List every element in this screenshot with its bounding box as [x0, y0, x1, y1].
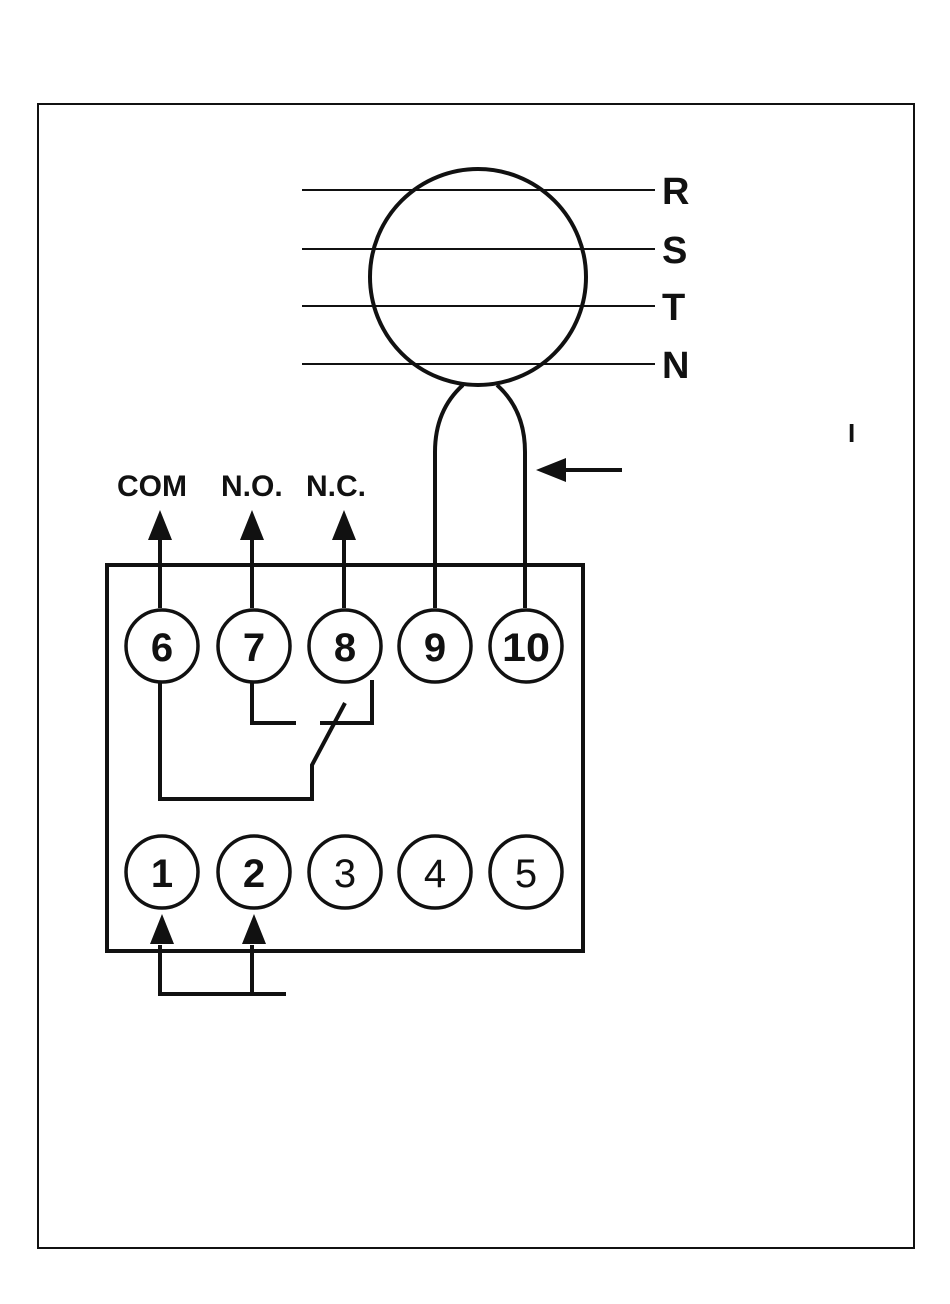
terminal-3: 3 — [309, 836, 381, 908]
contact-label-nc: N.C. — [306, 470, 366, 503]
terminal-1-label: 1 — [151, 852, 173, 896]
relay-contact-wiring — [160, 680, 372, 799]
terminal-8: 8 — [309, 610, 381, 682]
supply-input-arrows — [150, 914, 286, 994]
terminal-row-top: 6 7 8 9 10 — [126, 610, 562, 682]
conductor-lines — [302, 190, 655, 364]
terminal-7-label: 7 — [243, 626, 265, 670]
terminal-1: 1 — [126, 836, 198, 908]
phase-labels: R S T N — [662, 171, 689, 387]
contact-label-no: N.O. — [221, 470, 283, 503]
terminal-row-bottom: 1 2 3 4 5 — [126, 836, 562, 908]
terminal-3-label: 3 — [334, 852, 356, 896]
terminal-10: 10 — [490, 610, 562, 682]
terminal-5: 5 — [490, 836, 562, 908]
phase-label-n: N — [662, 345, 689, 387]
terminal-10-label: 10 — [502, 626, 550, 670]
terminal-7: 7 — [218, 610, 290, 682]
phase-label-r: R — [662, 171, 689, 213]
current-transformer-ring — [370, 169, 586, 385]
ct-loop-wire — [435, 385, 525, 608]
terminal-9: 9 — [399, 610, 471, 682]
terminal-6-label: 6 — [151, 626, 173, 670]
phase-label-t: T — [662, 287, 685, 329]
terminal-8-label: 8 — [334, 626, 356, 670]
terminal-4-label: 4 — [424, 852, 446, 896]
current-direction-arrow — [536, 458, 622, 482]
terminal-2: 2 — [218, 836, 290, 908]
contact-label-com: COM — [117, 470, 187, 503]
terminal-9-label: 9 — [424, 626, 446, 670]
terminal-6: 6 — [126, 610, 198, 682]
contact-labels: COM N.O. N.C. — [117, 470, 366, 503]
side-mark: I — [848, 418, 855, 448]
phase-label-s: S — [662, 230, 687, 272]
output-arrows — [148, 510, 356, 608]
terminal-5-label: 5 — [515, 852, 537, 896]
terminal-4: 4 — [399, 836, 471, 908]
terminal-2-label: 2 — [243, 852, 265, 896]
